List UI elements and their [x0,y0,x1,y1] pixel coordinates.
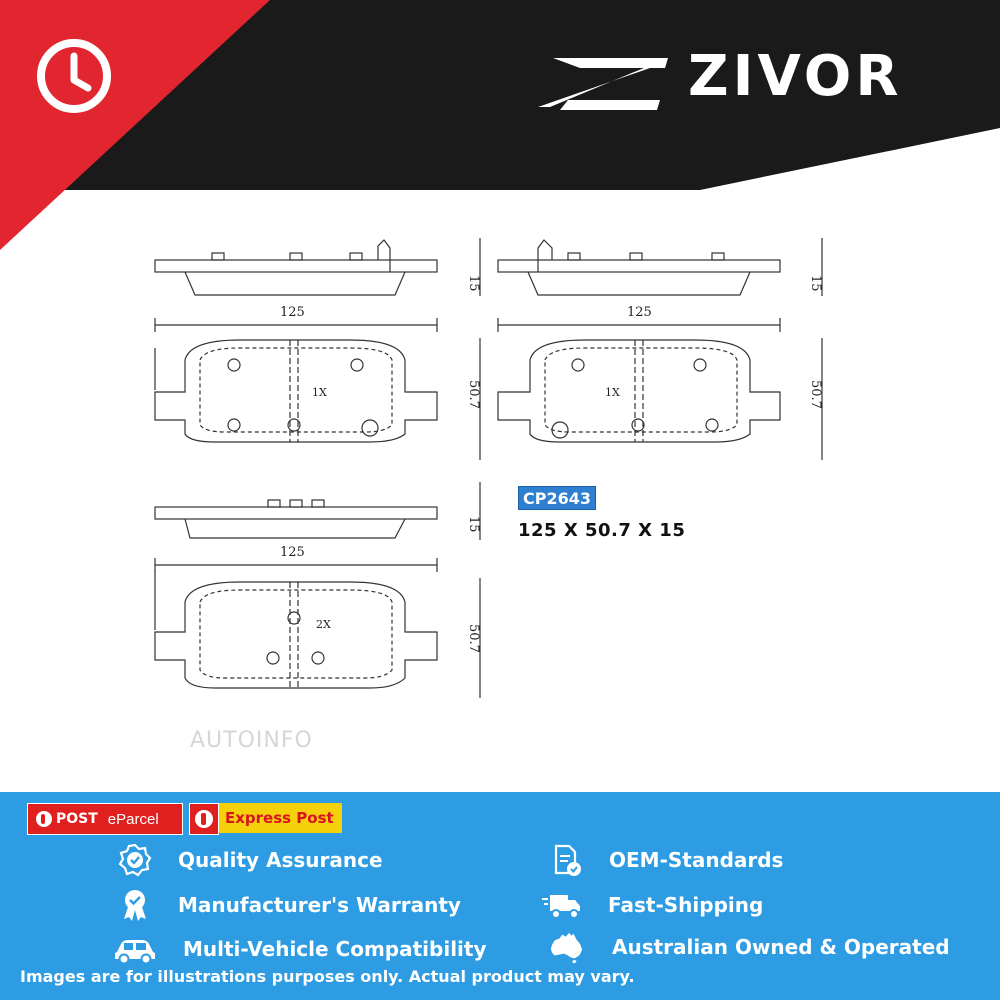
feature-label: Australian Owned & Operated [612,935,950,959]
dim-pad-height-top-right: 50.7 [808,380,823,409]
australia-map-icon [550,932,583,964]
feature-oem-standards: OEM-Standards [549,843,783,877]
quality-badge-icon [118,843,152,877]
feature-label: Multi-Vehicle Compatibility [183,937,487,961]
shipping-badges: POST eParcel Express Post [27,803,342,835]
auspost-p-icon [195,810,213,828]
feature-label: OEM-Standards [609,848,784,872]
feature-label: Manufacturer's Warranty [178,893,461,917]
post-label: POST [56,811,98,827]
eparcel-label: eParcel [107,810,159,828]
document-check-icon [554,844,581,876]
qty-bottom: 2X [316,618,331,631]
express-post-badge: Express Post [219,803,342,833]
pad-view-top-right [497,338,823,460]
watermark: AUTOINFO [190,728,313,753]
side-view-top-right [497,238,823,332]
part-dimensions: 125 X 50.7 X 15 [518,520,686,541]
pad-view-bottom [154,570,481,698]
feature-label: Fast-Shipping [608,893,764,917]
dim-width-top-left: 125 [280,305,305,320]
delivery-truck-icon [542,895,580,919]
dim-width-bottom: 125 [280,545,305,560]
qty-top-right: 1X [605,386,620,399]
car-icon [115,940,155,965]
auspost-express-logo [189,803,219,835]
brake-pad-drawing: 125 15 50.7 1X 125 15 50.7 1X 125 15 50.… [154,238,823,698]
feature-australian-owned: Australian Owned & Operated [548,930,950,964]
part-code-label: CP2643 [518,486,596,510]
dim-pad-height-top-left: 50.7 [466,380,481,409]
dim-width-top-right: 125 [627,305,652,320]
header-background [0,0,1000,250]
award-ribbon-icon [124,890,146,921]
feature-label: Quality Assurance [178,848,383,872]
feature-quality-assurance: Quality Assurance [118,843,383,877]
brand-name: ZIVOR [688,44,903,109]
disclaimer-text: Images are for illustrations purposes on… [20,967,635,986]
zivor-logo-mark [538,58,668,110]
qty-top-left: 1X [312,386,327,399]
clock-icon [37,39,111,113]
feature-warranty: Manufacturer's Warranty [118,888,461,922]
dim-height-top-right: 15 [808,275,823,292]
feature-fast-shipping: Fast-Shipping [542,888,763,922]
express-post-label: Express Post [225,809,334,827]
side-view-top-left [154,238,481,332]
auspost-logo-icon [36,811,52,827]
dim-height-top-left: 15 [466,275,481,292]
auspost-eparcel-badge: POST eParcel [27,803,183,835]
dim-height-bottom: 15 [466,516,481,533]
feature-multi-vehicle: Multi-Vehicle Compatibility [113,932,487,966]
side-view-bottom [154,482,481,572]
pad-view-top-left [154,338,481,460]
header-banner: ZIVOR [0,0,1000,250]
dim-pad-height-bottom: 50.7 [466,624,481,653]
